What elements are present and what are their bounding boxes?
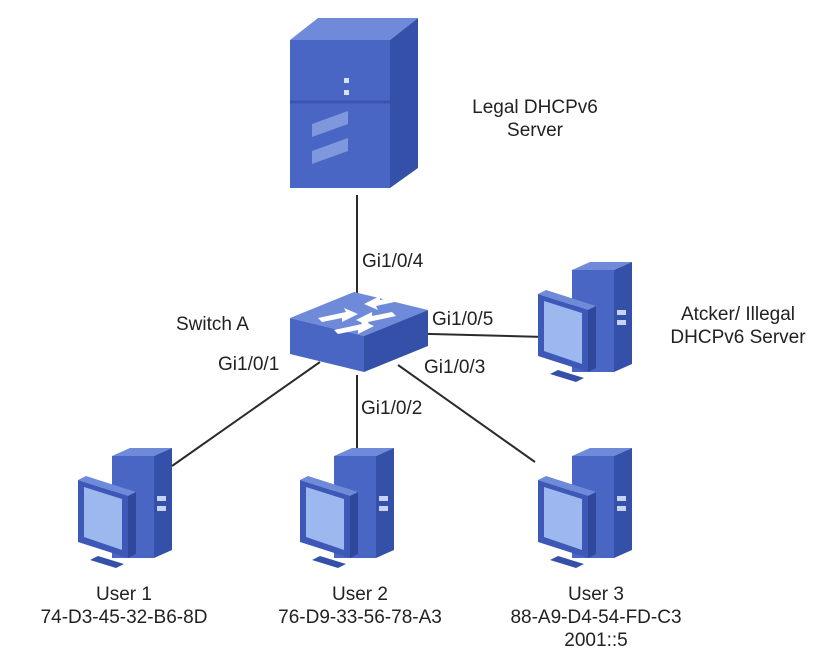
attacker-label-line2: DHCPv6 Server	[670, 327, 806, 348]
server-label-line2: Server	[507, 120, 563, 141]
port-label-gi1-0-2: Gi1/0/2	[361, 398, 423, 419]
port-label-gi1-0-3: Gi1/0/3	[424, 357, 486, 378]
server-icon	[290, 18, 418, 188]
user1-mac: 74-D3-45-32-B6-8D	[40, 607, 208, 628]
user2-name: User 2	[332, 584, 388, 605]
server-label-line1: Legal DHCPv6	[472, 97, 598, 118]
port-label-gi1-0-4: Gi1/0/4	[362, 251, 424, 272]
attacker-label: Atcker/ Illegal DHCPv6 Server	[648, 303, 828, 349]
user3-computer-icon	[538, 448, 632, 568]
user1-computer-icon	[78, 448, 172, 568]
user1-label: User 1 74-D3-45-32-B6-8D	[6, 583, 242, 629]
user2-computer-icon	[300, 448, 394, 568]
user3-mac: 88-A9-D4-54-FD-C3	[510, 607, 682, 628]
port-label-gi1-0-5: Gi1/0/5	[432, 309, 494, 330]
attacker-label-line1: Atcker/ Illegal	[680, 304, 796, 325]
switch-label: Switch A	[176, 314, 249, 335]
link-switch-user1	[171, 361, 321, 467]
user3-ip: 2001::5	[564, 630, 628, 651]
user2-label: User 2 76-D9-33-56-78-A3	[242, 583, 478, 629]
switch-icon	[290, 292, 428, 372]
attacker-computer-icon	[538, 262, 632, 382]
port-label-gi1-0-1: Gi1/0/1	[218, 354, 280, 375]
user3-name: User 3	[568, 584, 624, 605]
server-label: Legal DHCPv6 Server	[440, 96, 630, 142]
user2-mac: 76-D9-33-56-78-A3	[278, 607, 442, 628]
user1-name: User 1	[96, 584, 152, 605]
user3-label: User 3 88-A9-D4-54-FD-C3 2001::5	[478, 583, 714, 652]
link-switch-user3	[397, 364, 536, 463]
